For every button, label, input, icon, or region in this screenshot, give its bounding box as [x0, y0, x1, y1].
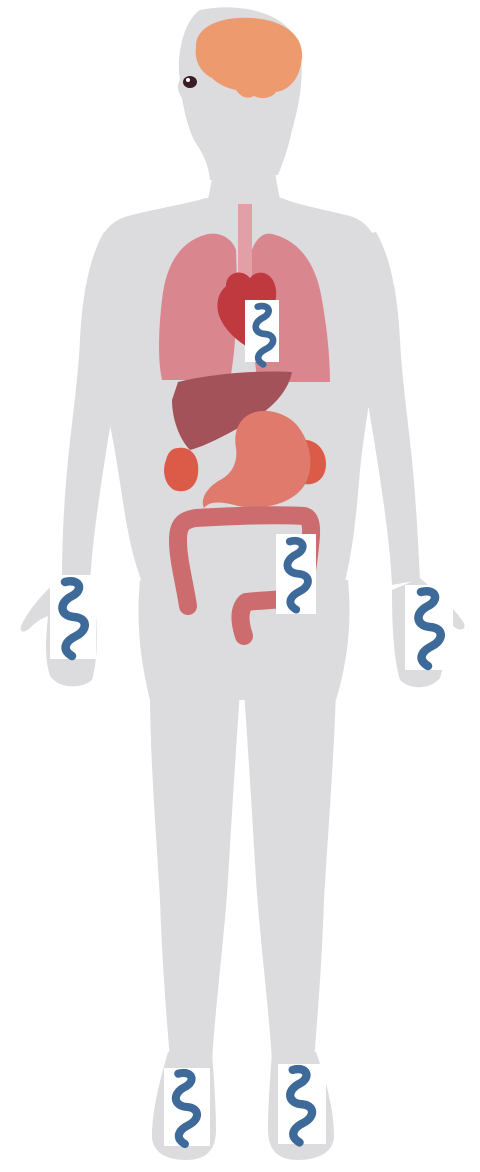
marker-right-foot: [278, 1064, 326, 1144]
kidney-left: [164, 448, 198, 491]
marker-left-hand: [50, 575, 96, 659]
marker-chest: [245, 300, 279, 364]
marker-right-hand: [405, 585, 453, 670]
marker-abdomen: [276, 534, 316, 614]
marker-left-foot: [164, 1068, 210, 1146]
eye: [183, 76, 197, 88]
